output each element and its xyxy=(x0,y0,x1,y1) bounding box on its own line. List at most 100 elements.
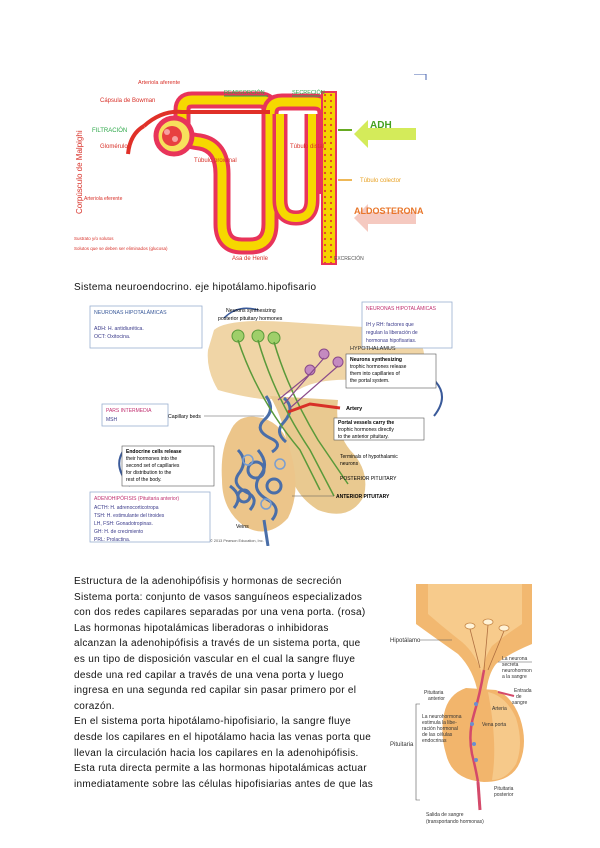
aldosterona-arrow xyxy=(354,204,416,232)
pituitary-portal-diagram: NEURONAS HIPOTALÁMICAS ADH: H. antidiuré… xyxy=(88,300,464,546)
portal-line-1: Portal vessels carry the xyxy=(338,420,394,426)
pit-anterior-line-2: anterior xyxy=(428,696,445,702)
capsula-bowman-label: Cápsula de Bowman xyxy=(100,98,155,104)
pit-posterior-line-2: posterior xyxy=(494,792,514,798)
endocrine-line-4: for distribution to the xyxy=(126,470,172,476)
adeno-line-3: LH, FSH: Gonadotropinas. xyxy=(94,521,153,527)
endocrine-cells: Endocrine cells release their hormones i… xyxy=(121,445,215,487)
salida-line-2: (transportando hormonas) xyxy=(426,819,484,825)
neurona-line-1: La neurona xyxy=(502,656,528,662)
filtracion-label: FILTRACIÓN xyxy=(92,127,127,134)
excrecion-label: EXCRECIÓN xyxy=(334,255,364,262)
neurons-trophic: Neurons synthesizing trophic hormones re… xyxy=(345,353,437,389)
text-line: desde los capilares en el hipotálamo hac… xyxy=(74,731,372,743)
adh-label: ADH xyxy=(370,120,392,131)
box-pars-intermedia: PARS INTERMEDIA MSH xyxy=(101,403,169,427)
endocrine-line-2: their hormones into the xyxy=(126,456,177,462)
pit-anterior-line-1: Pituitaria xyxy=(424,690,444,696)
tubulo-proximal-label: Túbulo proximal xyxy=(194,158,237,164)
neurohormona-line-3: ración hormonal xyxy=(422,726,458,732)
portal-line-2: trophic hormones directly xyxy=(338,427,394,433)
asa-henle-label: Asa de Henle xyxy=(232,256,269,262)
anterior-pituitary-label: ANTERIOR PITUITARY xyxy=(336,494,390,500)
neurona-line-2: secreta xyxy=(502,662,519,668)
box-adenohipofisis: ADENOHIPÓFISIS (Pituitaria anterior) ACT… xyxy=(89,491,211,543)
arteria-label: Arteria xyxy=(492,706,507,712)
box-right-line-2: regulan la liberación de xyxy=(366,330,418,336)
box-right-title: NEURONAS HIPOTALÁMICAS xyxy=(366,305,437,312)
text-line: desde una red capilar a través de una ve… xyxy=(74,669,344,681)
aldosterona-label: ALDOSTERONA xyxy=(354,206,424,216)
pituitaria-label: Pituitaria xyxy=(390,742,414,748)
box-left-line-2: OCT: Oxitocina. xyxy=(94,334,130,340)
tubulo-distal-label: Túbulo distal xyxy=(290,144,324,150)
text-line: ingresa en una segunda red capilar sin p… xyxy=(74,685,357,697)
adeno-line-5: PRL: Prolactina. xyxy=(94,537,130,543)
portal-line-3: to the anterior pituitary. xyxy=(338,434,389,440)
endocrine-line-5: rest of the body. xyxy=(126,477,161,483)
text-line: Las hormonas hipotalámicas liberadoras o… xyxy=(74,622,329,634)
pars-title: PARS INTERMEDIA xyxy=(106,408,152,414)
pars-text: MSH xyxy=(106,417,118,423)
reabsorcion-label: REABSORCIÓN xyxy=(224,89,265,96)
endocrine-line-3: second set of capillaries xyxy=(126,463,180,469)
neurohormona-line-5: endocrinas xyxy=(422,738,447,744)
posterior-pituitary-label: POSTERIOR PITUITARY xyxy=(340,476,397,482)
adeno-title: ADENOHIPÓFISIS (Pituitaria anterior) xyxy=(94,495,179,502)
collecting-duct xyxy=(321,91,337,265)
text-line: inmediatamente sobre las células hipofis… xyxy=(74,778,374,790)
secrecion-label: SECRECIÓN xyxy=(292,89,325,96)
neurons-trophic-line-4: the portal system. xyxy=(350,378,389,384)
text-line: En el sistema porta hipotálamo-hipofisia… xyxy=(74,716,352,728)
arteriola-eferente-label: Arteriola eferente xyxy=(84,196,123,202)
hipotalamo-label: Hipotálamo xyxy=(390,638,421,644)
legend-line-1: Sustrato y/o solutos xyxy=(74,236,114,241)
neurona-line-4: a la sangre xyxy=(502,674,527,680)
tubulo-colector-label: Túbulo colector xyxy=(360,178,401,184)
text-line: alcanzan la adenohipófisis a través de u… xyxy=(74,638,361,650)
legend-line-2: Solutos que se deben ser eliminados (glu… xyxy=(74,246,168,251)
text-line: con dos redes capilares separadas por un… xyxy=(74,607,366,619)
text-line: Esta ruta directa permite a las hormonas… xyxy=(74,763,367,775)
capsule-vertical-label: Corpúsculo de Malpighi xyxy=(75,130,84,214)
caption-neuroendocrine: Sistema neuroendocrino. eje hipotálamo.h… xyxy=(74,282,317,293)
neurons-post-line-1: Neurons synthesizing xyxy=(226,308,276,314)
adeno-line-1: ACTH: H. adrenocorticotropa xyxy=(94,505,159,511)
text-line: corazón. xyxy=(74,700,115,712)
endocrine-line-1: Endocrine cells release xyxy=(126,449,182,455)
section-text: Estructura de la adenohipófisis y hormon… xyxy=(74,574,384,792)
box-left-line-1: ADH: H. antidiurética. xyxy=(94,326,144,332)
glomerulo-label: Glomérulo xyxy=(100,144,128,150)
box-right-line-3: hormonas hipofisarias. xyxy=(366,338,416,344)
neurohormona-line-1: La neurohormona xyxy=(422,714,462,720)
portal-vessels: Portal vessels carry the trophic hormone… xyxy=(333,417,425,441)
neurons-trophic-line-1: Neurons synthesizing xyxy=(350,357,402,363)
text-line: es un tipo de disposición vascular en el… xyxy=(74,653,356,665)
neurons-post-line-2: posterior pituitary hormones xyxy=(218,316,283,322)
artery-label: Artery xyxy=(346,406,363,412)
veins-label: Veins xyxy=(236,524,249,530)
box-neuronas-right: NEURONAS HIPOTALÁMICAS IH y RH: factores… xyxy=(361,301,453,349)
box-right-line-1: IH y RH: factores que xyxy=(366,322,414,328)
adh-arrow xyxy=(354,120,416,148)
hypothalamus-label: HYPOTHALAMUS xyxy=(350,346,396,352)
terminals-line-2: neurons xyxy=(340,461,359,467)
text-line: llevan la circulación hacia los capilare… xyxy=(74,747,359,759)
box-left-title: NEURONAS HIPOTALÁMICAS xyxy=(94,309,167,316)
terminals-line-1: Terminals of hypothalamic xyxy=(340,454,398,460)
text-line: Sistema porta: conjunto de vasos sanguín… xyxy=(74,591,363,603)
arteriola-aferente-label: Arteriola aferente xyxy=(138,80,180,86)
entrada-line-3: sangre xyxy=(512,700,528,706)
entrada-line-2: de xyxy=(516,694,522,700)
nephron-diagram: Corpúsculo de Malpighi Arteriola aferent… xyxy=(70,74,430,270)
hypophysis-diagram: Hipotálamo La neurona secreta neurohormo… xyxy=(388,584,532,828)
adeno-line-2: TSH: H. estimulante del tiroides xyxy=(94,513,165,519)
box-neuronas-left: NEURONAS HIPOTALÁMICAS ADH: H. antidiuré… xyxy=(89,305,203,349)
entrada-line-1: Entrada xyxy=(514,688,532,694)
neurona-line-3: neurohormonas xyxy=(502,668,532,674)
salida-line-1: Salida de sangre xyxy=(426,812,464,818)
neurohormona-line-4: de las células xyxy=(422,732,453,738)
neurohormona-line-2: estimula la libe- xyxy=(422,720,457,726)
section-title: Estructura de la adenohipófisis y hormon… xyxy=(74,576,342,587)
adeno-line-4: GH: H. de crecimiento xyxy=(94,529,143,535)
